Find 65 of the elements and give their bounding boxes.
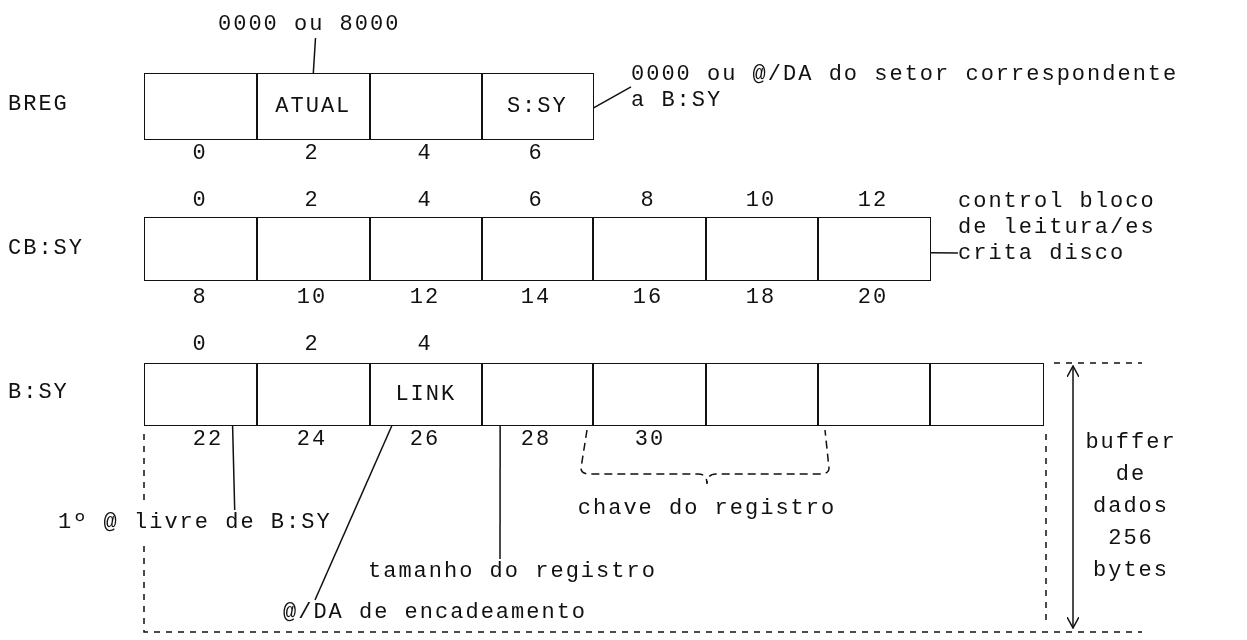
annotation-text: 0000 ou 8000 (218, 12, 402, 38)
register-cell (256, 217, 371, 281)
register-cell (256, 73, 371, 140)
leader-line (929, 252, 959, 254)
offset-number: 8 (192, 285, 208, 311)
dimension-label: buffer de dados 256 bytes (1084, 429, 1178, 585)
register-cell (144, 363, 258, 426)
offset-number: 12 (409, 285, 441, 311)
leader-line (312, 37, 317, 74)
annotation-text: tamanho do registro (368, 559, 658, 585)
brace-label: chave do registro (577, 496, 837, 522)
register-cell (369, 73, 483, 140)
register-cell (817, 363, 931, 426)
offset-number: 0 (192, 188, 208, 214)
field-label: ATUAL (275, 93, 352, 120)
register-cell (481, 73, 594, 140)
offset-number: 22 (192, 427, 224, 453)
register-cell (256, 363, 371, 426)
annotation-text: 0000 ou @/DA do setor correspondente a B:SY (631, 62, 1180, 114)
offset-number: 6 (528, 188, 544, 214)
offset-number: 0 (192, 332, 208, 358)
annotation-text: control bloco de leitura/es crita disco (958, 189, 1157, 267)
offset-number: 0 (192, 141, 208, 167)
offset-number: 12 (857, 188, 889, 214)
register-cell (369, 363, 483, 426)
offset-number: 28 (520, 427, 552, 453)
offset-number: 4 (417, 188, 433, 214)
offset-number: 16 (632, 285, 664, 311)
leader-line (592, 86, 632, 109)
row-label: BREG (8, 92, 69, 118)
leader-line (231, 425, 236, 511)
offset-number: 24 (296, 427, 328, 453)
row-label: B:SY (8, 380, 69, 406)
offset-number: 8 (640, 188, 656, 214)
register-cell (144, 73, 258, 140)
annotation-text: @/DA de encadeamento (283, 600, 589, 626)
offset-number: 20 (857, 285, 889, 311)
offset-number: 6 (528, 141, 544, 167)
register-cell (592, 363, 707, 426)
register-cell (817, 217, 931, 281)
field-label: LINK (395, 381, 457, 408)
register-cell (481, 363, 594, 426)
leader-line (314, 425, 393, 601)
register-cell (369, 217, 483, 281)
register-cell (705, 363, 819, 426)
register-cell (592, 217, 707, 281)
offset-number: 14 (520, 285, 552, 311)
offset-number: 10 (745, 188, 777, 214)
offset-number: 26 (409, 427, 441, 453)
offset-number: 18 (745, 285, 777, 311)
offset-number: 4 (417, 332, 433, 358)
offset-number: 2 (304, 188, 320, 214)
offset-number: 30 (634, 427, 666, 453)
offset-number: 10 (296, 285, 328, 311)
field-label: S:SY (506, 93, 568, 120)
register-cell (481, 217, 594, 281)
row-label: CB:SY (8, 236, 84, 262)
offset-number: 4 (417, 141, 433, 167)
annotation-text: 1º @ livre de B:SY (58, 510, 333, 536)
register-cell (144, 217, 258, 281)
register-cell (705, 217, 819, 281)
register-cell (929, 363, 1044, 426)
offset-number: 2 (304, 332, 320, 358)
offset-number: 2 (304, 141, 320, 167)
leader-line (499, 425, 501, 560)
